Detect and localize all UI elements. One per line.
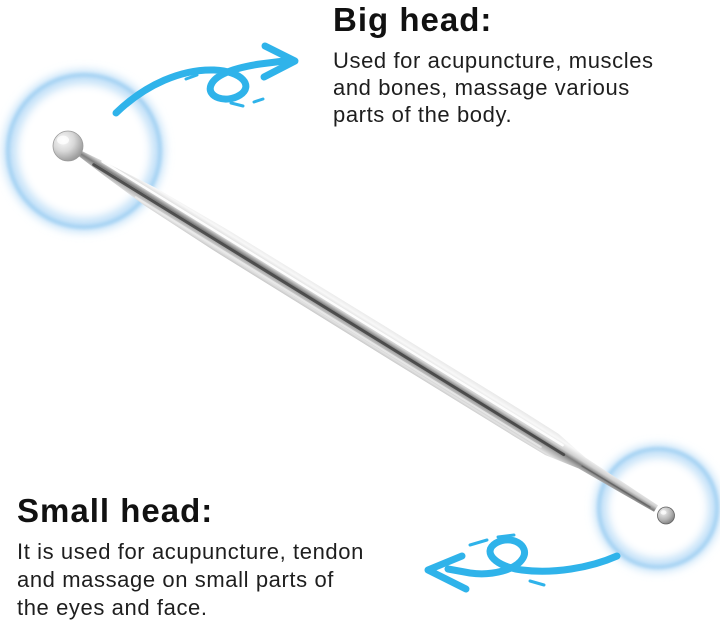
swirl-arrow-big-head-stroke [112,57,288,117]
small-head-description-line-2: and massage on small parts of [17,567,334,592]
swirl-arrow-big-head-dashes [184,73,265,108]
big-head-description-line-3: parts of the body. [333,102,513,127]
swirl-arrow-big-head-arrowhead [260,42,299,81]
swirl-arrow-small-head-arrowhead [424,552,470,593]
swirl-arrow-small-head [424,533,621,593]
pen-tip-dark-reflection [581,465,651,508]
swirl-arrow-small-head-stroke [444,536,621,578]
small-head-description-line-1: It is used for acupuncture, tendon [17,539,364,564]
small-head-description: It is used for acupuncture, tendon and m… [17,538,364,622]
big-head-annotation: Big head: Used for acupuncture, muscles … [333,0,654,128]
small-ball-head [657,506,675,525]
big-ball-head [52,130,84,162]
pen-shaft-light-reflection [101,160,564,447]
small-head-annotation: Small head: It is used for acupuncture, … [17,491,364,622]
swirl-arrow-small-head-dashes [468,533,546,587]
big-head-description-line-1: Used for acupuncture, muscles [333,48,654,73]
big-head-description: Used for acupuncture, muscles and bones,… [333,47,654,128]
small-ball-head-highlight [660,510,667,515]
big-head-title: Big head: [333,1,493,38]
highlight-circle-small-head [594,444,720,572]
pen-shaft-dark-reflection [92,163,566,457]
swirl-arrow-big-head [112,42,299,117]
big-ball-head-highlight [57,135,69,145]
pen-shaft-lower-reflection [134,196,542,448]
small-head-title: Small head: [17,492,214,529]
small-head-description-line-3: the eyes and face. [17,595,208,620]
acupuncture-pen [52,130,675,525]
big-head-description-line-2: and bones, massage various [333,75,630,100]
pen-shaft [78,150,658,512]
